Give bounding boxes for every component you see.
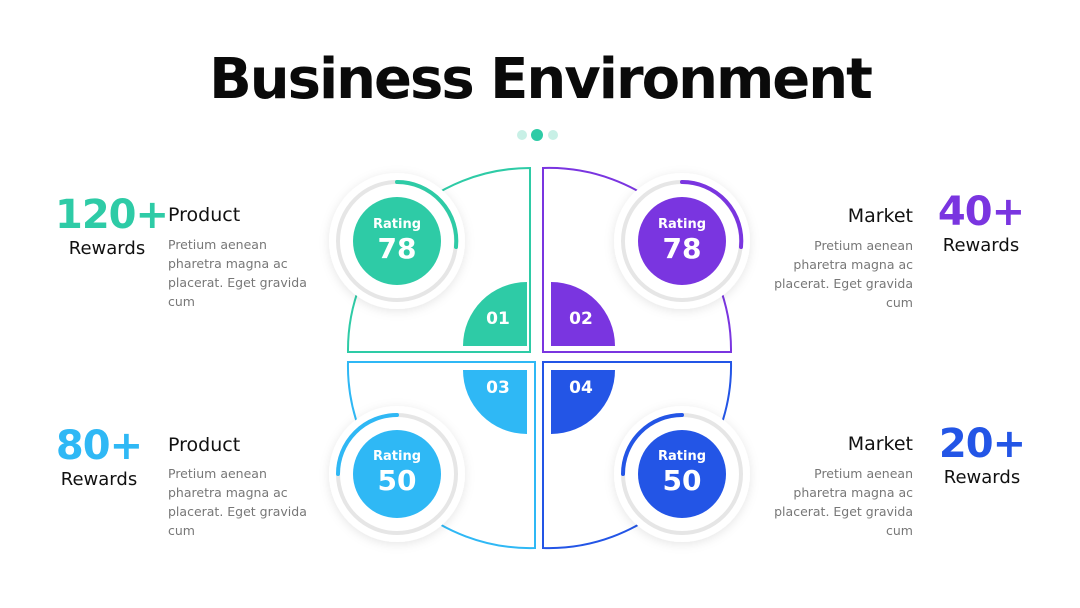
rating-badge-04[interactable] [614, 406, 750, 542]
inner-wedge-03[interactable] [463, 370, 527, 434]
stat-value: 20+ [938, 421, 1026, 467]
page-title: Business Environment [209, 47, 873, 112]
stat-label: Rewards [943, 467, 1021, 488]
stat-label: Rewards [68, 238, 146, 259]
rating-badge-01[interactable] [329, 173, 465, 309]
rating-value: 78 [377, 232, 417, 265]
pager-dot[interactable] [548, 130, 558, 140]
rating-text-03: Rating 50 [357, 449, 437, 497]
stat-02: 40+ Rewards [933, 190, 1029, 258]
stat-value: 40+ [937, 189, 1025, 235]
rating-label: Rating [657, 449, 706, 464]
quadrant-number-04: 04 [569, 378, 593, 398]
item-description-02: Pretium aenean pharetra magna ac placera… [774, 238, 913, 310]
rating-badge-03[interactable] [329, 406, 465, 542]
rating-value: 78 [662, 232, 702, 265]
rating-label: Rating [372, 449, 421, 464]
quadrant-number-01: 01 [486, 309, 510, 329]
rating-text-02: Rating 78 [642, 217, 722, 265]
item-heading-03: Product [168, 434, 241, 456]
rating-text-04: Rating 50 [642, 449, 722, 497]
stat-value: 80+ [55, 423, 143, 469]
inner-wedge-04[interactable] [551, 370, 615, 434]
inner-wedge-02[interactable] [551, 282, 615, 346]
rating-badge-02[interactable] [614, 173, 750, 309]
item-heading-02: Market [847, 205, 913, 227]
inner-wedge-01[interactable] [463, 282, 527, 346]
pager-dot[interactable] [517, 130, 527, 140]
stat-03: 80+ Rewards [55, 424, 143, 492]
item-description-03: Pretium aenean pharetra magna ac placera… [168, 466, 307, 538]
rating-value: 50 [662, 464, 702, 497]
item-description-01: Pretium aenean pharetra magna ac placera… [168, 237, 307, 309]
stat-04: 20+ Rewards [935, 422, 1029, 490]
item-description-04: Pretium aenean pharetra magna ac placera… [774, 466, 913, 538]
stat-label: Rewards [60, 469, 138, 490]
rating-label: Rating [657, 217, 706, 232]
item-heading-01: Product [168, 204, 241, 226]
stat-value: 120+ [55, 192, 169, 238]
pager-dot-active[interactable] [531, 129, 543, 141]
rating-text-01: Rating 78 [357, 217, 437, 265]
quadrant-number-03: 03 [486, 378, 510, 398]
stat-01: 120+ Rewards [55, 192, 169, 261]
stat-label: Rewards [942, 235, 1020, 256]
quadrant-number-02: 02 [569, 309, 593, 329]
rating-label: Rating [372, 217, 421, 232]
item-heading-04: Market [847, 433, 913, 455]
rating-value: 50 [377, 464, 417, 497]
